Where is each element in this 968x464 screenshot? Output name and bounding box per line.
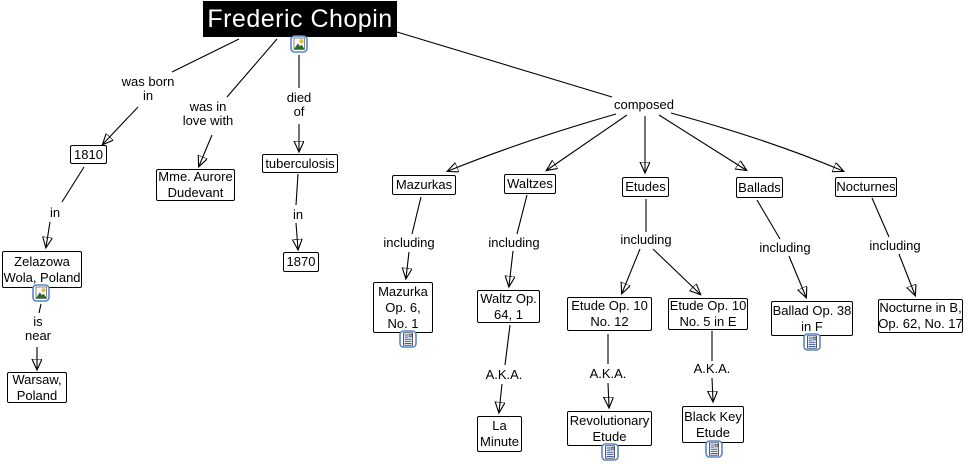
link-label-including-mazurkas[interactable]: including <box>383 235 435 250</box>
link-label-in-birthplace[interactable]: in <box>49 205 61 220</box>
document-icon[interactable] <box>705 440 723 458</box>
link-label-aka-etude5[interactable]: A.K.A. <box>693 361 731 376</box>
picture-icon[interactable] <box>32 284 50 302</box>
link-label-was-born-in[interactable]: was born in <box>121 74 175 103</box>
concept-node-ballad-op38[interactable]: Ballad Op. 38 in F <box>771 301 853 336</box>
link-label-was-in-love-with[interactable]: was in love with <box>182 99 234 128</box>
link-label-is-near[interactable]: is near <box>24 314 52 343</box>
concept-node-waltzes[interactable]: Waltzes <box>504 174 556 194</box>
concept-node-root[interactable]: Frederic Chopin <box>203 1 397 37</box>
concept-node-mazurka-op6[interactable]: Mazurka Op. 6, No. 1 <box>373 282 433 333</box>
concept-node-black-key-etude[interactable]: Black Key Etude <box>682 406 744 443</box>
document-icon[interactable] <box>601 443 619 461</box>
concept-node-etudes[interactable]: Etudes <box>622 177 669 197</box>
link-label-including-etudes[interactable]: including <box>620 232 672 247</box>
concept-node-nocturnes[interactable]: Nocturnes <box>835 177 897 197</box>
document-icon[interactable] <box>803 333 821 351</box>
concept-node-la-minute[interactable]: La Minute <box>477 416 522 452</box>
concept-node-revolutionary-etude[interactable]: Revolutionary Etude <box>567 411 652 446</box>
concept-node-etude-op10-no12[interactable]: Etude Op. 10 No. 12 <box>567 297 652 331</box>
concept-node-etude-op10-no5[interactable]: Etude Op. 10 No. 5 in E <box>668 298 748 330</box>
link-label-including-ballads[interactable]: including <box>759 240 811 255</box>
link-label-aka-etude12[interactable]: A.K.A. <box>589 366 627 381</box>
concept-node-death-year[interactable]: 1870 <box>283 252 319 272</box>
concept-node-lover[interactable]: Mme. Aurore Dudevant <box>156 169 235 201</box>
concept-node-birthplace[interactable]: Zelazowa Wola, Poland <box>2 251 82 288</box>
link-label-including-nocturnes[interactable]: including <box>869 238 921 253</box>
concept-node-nocturne-op62[interactable]: Nocturne in B, Op. 62, No. 17 <box>878 299 963 333</box>
concept-node-mazurkas[interactable]: Mazurkas <box>392 175 456 195</box>
concept-node-waltz-op64[interactable]: Waltz Op. 64, 1 <box>477 290 540 323</box>
picture-icon[interactable] <box>290 35 308 53</box>
concept-node-ballads[interactable]: Ballads <box>736 177 783 198</box>
document-icon[interactable] <box>399 330 417 348</box>
link-label-in-deathyear[interactable]: in <box>292 207 304 222</box>
link-label-including-waltzes[interactable]: including <box>488 235 540 250</box>
concept-node-warsaw[interactable]: Warsaw, Poland <box>7 372 67 403</box>
link-label-composed[interactable]: composed <box>614 97 674 112</box>
link-label-aka-waltz[interactable]: A.K.A. <box>485 367 523 382</box>
concept-node-born-year[interactable]: 1810 <box>70 145 107 164</box>
concept-node-cause-of-death[interactable]: tuberculosis <box>262 154 338 173</box>
link-label-died-of[interactable]: died of <box>286 90 312 119</box>
